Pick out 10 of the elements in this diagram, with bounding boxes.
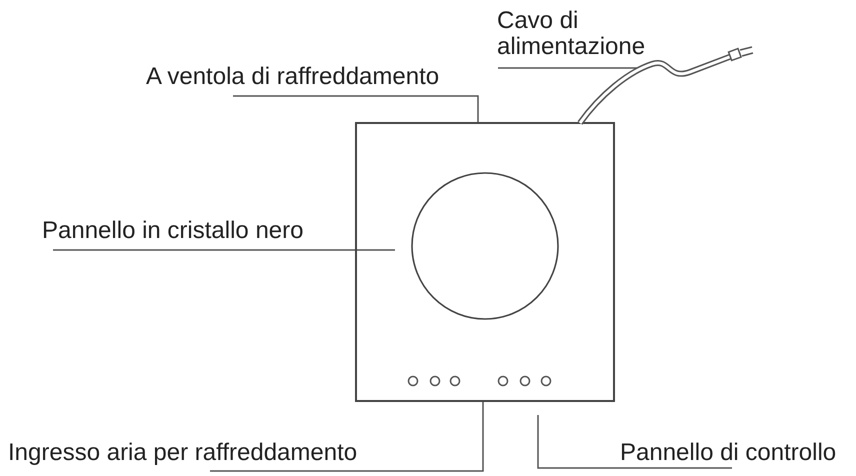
leader-line	[210, 401, 484, 472]
part-label: A ventola di raffreddamento	[146, 64, 440, 90]
leader-line	[233, 95, 479, 123]
part-label: Cavo di alimentazione	[497, 8, 646, 60]
part-label: Pannello in cristallo nero	[42, 218, 304, 244]
leader-line	[53, 249, 395, 251]
induction-hob-drawing	[355, 122, 615, 402]
part-label: Ingresso aria per raffreddamento	[8, 440, 358, 466]
part-label: Pannello di controllo	[620, 440, 836, 466]
leader-line	[537, 415, 732, 469]
